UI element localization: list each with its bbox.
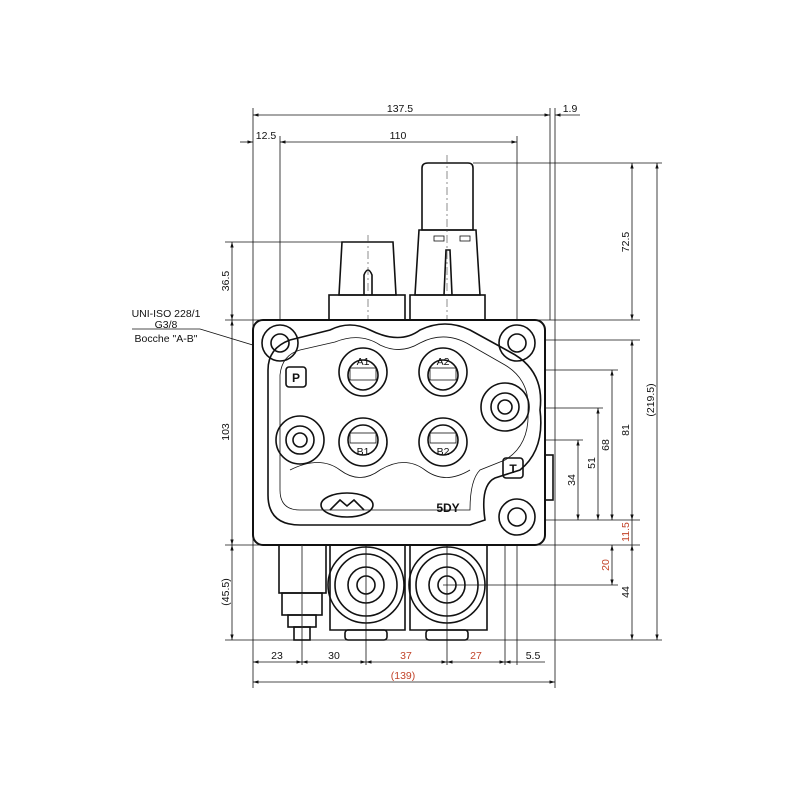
thread-note: UNI-ISO 228/1 G3/8 Bocche "A-B"	[132, 308, 201, 345]
model-label: 5DY	[436, 501, 459, 515]
dim-36-5: 36.5	[220, 271, 232, 292]
dim-110: 110	[390, 130, 407, 142]
dim-23: 23	[271, 650, 283, 662]
lever-cap-small	[328, 235, 406, 321]
dim-30: 30	[328, 650, 340, 662]
port-a2-label: A2	[437, 356, 450, 368]
p-marker: P	[285, 366, 307, 388]
dim-81: 81	[620, 424, 632, 436]
dim-103: 103	[220, 423, 232, 441]
dim-139: (139)	[391, 670, 416, 682]
dim-11-5: 11.5	[620, 522, 632, 542]
dim-5-5: 5.5	[526, 650, 541, 662]
dim-34: 34	[566, 474, 578, 486]
port-b2: B2	[418, 417, 468, 467]
dimension-labels: 137.5 1.9 12.5 110 36.5 103 (45.5) 72.5 …	[220, 103, 657, 682]
note-thread: G3/8	[155, 319, 178, 331]
mounting-holes	[261, 324, 536, 536]
lever-cap-large	[409, 155, 486, 321]
t-marker: T	[502, 457, 524, 479]
dim-45-5: (45.5)	[220, 578, 232, 605]
port-a2: A2	[418, 347, 468, 397]
dim-1-9: 1.9	[563, 103, 578, 115]
dim-44: 44	[620, 586, 632, 598]
dim-72-5: 72.5	[620, 232, 632, 253]
note-ports: Bocche "A-B"	[135, 333, 198, 345]
t-label: T	[509, 462, 517, 476]
valve-body	[252, 319, 546, 546]
dim-27: 27	[470, 650, 482, 662]
dim-12-5: 12.5	[256, 130, 277, 142]
dim-20: 20	[600, 559, 612, 571]
port-b1-label: B1	[357, 446, 370, 458]
port-a1-label: A1	[357, 356, 370, 368]
dim-219-5: (219.5)	[645, 383, 657, 416]
port-b2-label: B2	[437, 446, 450, 458]
p-label: P	[292, 371, 300, 385]
relief-valve-nut	[278, 544, 327, 645]
dim-68: 68	[600, 439, 612, 451]
dim-37: 37	[400, 650, 412, 662]
dim-51: 51	[586, 457, 598, 469]
brand-logo-icon	[320, 492, 374, 518]
port-a1: A1	[338, 347, 388, 397]
port-b1: B1	[338, 417, 388, 467]
spool-cap-2	[408, 544, 488, 641]
note-standard: UNI-ISO 228/1	[132, 308, 201, 320]
side-boss	[544, 454, 554, 501]
port-p	[275, 415, 325, 465]
spool-cap-1	[327, 544, 406, 641]
dim-137-5: 137.5	[387, 103, 413, 115]
port-t	[480, 382, 530, 432]
